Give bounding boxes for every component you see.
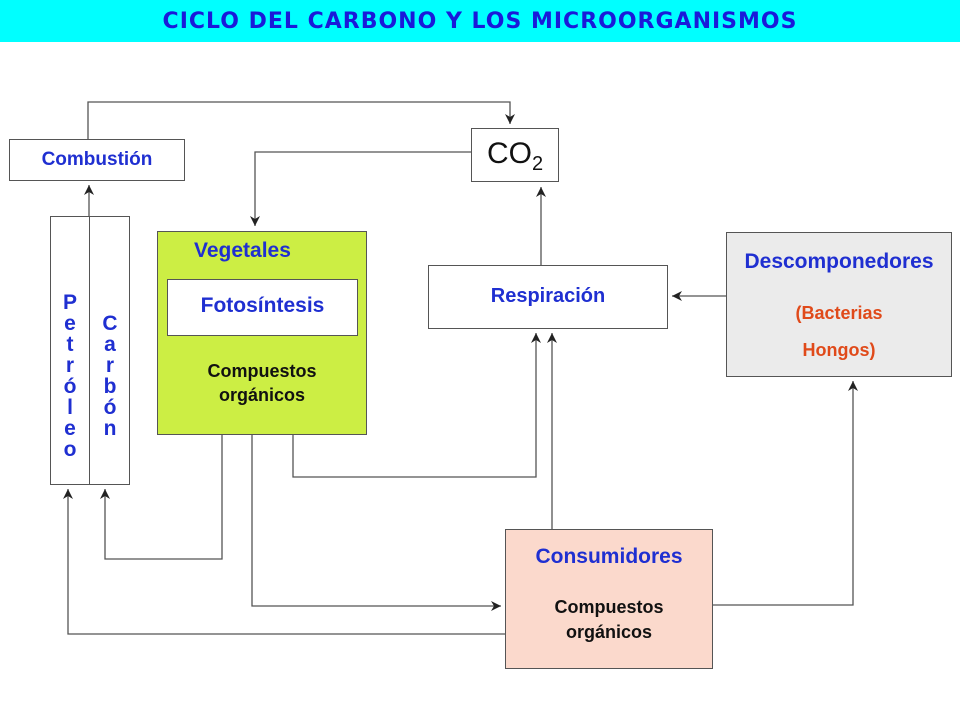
petroleo-letter: l [67, 396, 73, 419]
consumidores-box: Consumidores Compuestos orgánicos [505, 529, 713, 669]
arrow-vegetales-to-consumidores [251, 435, 501, 611]
hongos-label: Hongos) [802, 340, 876, 360]
petroleo-letter: t [66, 333, 74, 356]
arrow-consumidores-to-petroleo [63, 489, 505, 635]
co2-label: CO2 [472, 137, 558, 176]
combustion-box: Combustión [9, 139, 185, 181]
combustion-label: Combustión [41, 149, 153, 170]
petroleo-letter: P [62, 291, 77, 314]
petroleo-letter: e [64, 312, 76, 335]
consumidores-compuestos-line-2: orgánicos [565, 622, 653, 642]
bacterias-label: (Bacterias [795, 303, 883, 323]
vegetales-label: Vegetales [194, 239, 291, 262]
co2-subscript: 2 [531, 153, 544, 175]
petroleo-letter: r [65, 354, 75, 377]
descomponedores-label: Descomponedores [744, 250, 934, 273]
co2-main: CO [486, 137, 532, 170]
arrow-vegetales-to-carbon [100, 435, 223, 560]
carbon-letter: r [105, 354, 115, 377]
petroleo-letter: o [63, 438, 77, 461]
fotosintesis-label: Fotosíntesis [200, 294, 325, 317]
petroleo-letter: ó [63, 375, 77, 398]
fotosintesis-box: Fotosíntesis [167, 279, 358, 336]
carbon-box [89, 216, 130, 485]
title-bar: CICLO DEL CARBONO Y LOS MICROORGANISMOS [0, 0, 960, 42]
arrow-consumidores-to-descomponedores [713, 381, 858, 606]
carbon-letter: C [102, 312, 118, 335]
carbon-letter: ó [103, 396, 117, 419]
vegetales-compuestos-line-2: orgánicos [218, 385, 306, 405]
respiracion-box: Respiración [428, 265, 668, 329]
descomponedores-box: Descomponedores (Bacterias Hongos) [726, 232, 952, 377]
arrow-vegetales-to-respiracion [292, 333, 541, 478]
co2-box: CO2 [471, 128, 559, 182]
consumidores-compuestos-line-1: Compuestos [554, 597, 664, 617]
arrow-co2-to-vegetales [250, 151, 471, 226]
carbon-letter: b [103, 375, 117, 398]
vegetales-box: Vegetales Fotosíntesis Compuestos orgáni… [157, 231, 367, 435]
consumidores-label: Consumidores [535, 545, 683, 568]
arrow-combustion-to-co2 [87, 101, 515, 139]
page-title: CICLO DEL CARBONO Y LOS MICROORGANISMOS [162, 8, 798, 34]
carbon-letter: n [103, 417, 117, 440]
petroleo-letter: e [64, 417, 76, 440]
carbon-letter: a [104, 333, 116, 356]
respiracion-label: Respiración [490, 285, 606, 307]
vegetales-compuestos-line-1: Compuestos [207, 361, 317, 381]
